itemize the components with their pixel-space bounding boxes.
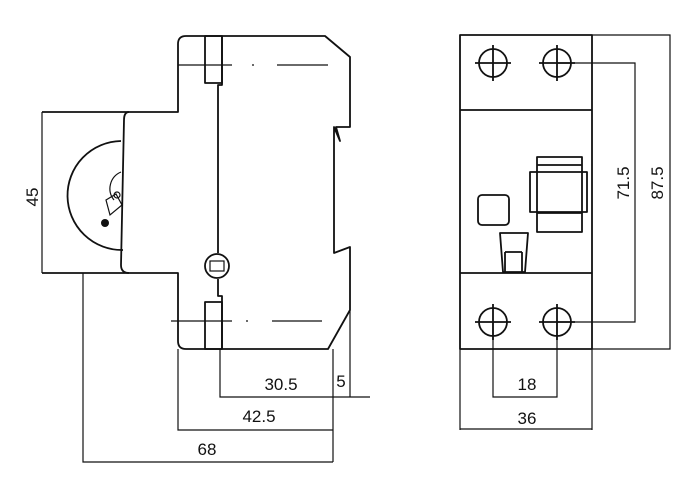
dim-36-label: 36 xyxy=(518,409,537,428)
dim-30-5-label: 30.5 xyxy=(264,375,297,394)
toggle-lever xyxy=(105,171,123,217)
dim-18-line xyxy=(492,322,558,398)
section-dividers xyxy=(460,109,592,274)
toggle-detail xyxy=(113,191,121,199)
dim-5-label: 5 xyxy=(336,372,345,391)
dim-42-5-label: 42.5 xyxy=(242,407,275,426)
front-body-outline xyxy=(459,34,593,350)
dim-68-label: 68 xyxy=(198,440,217,459)
side-front-face xyxy=(120,111,130,274)
lower-terminal xyxy=(204,301,223,350)
dim-71-5-line xyxy=(557,62,636,323)
front-view: 71.5 87.5 18 36 xyxy=(459,34,671,430)
dim-45-label: 45 xyxy=(23,188,42,207)
side-view: 45 30.5 5 42.5 68 xyxy=(23,35,370,463)
indicator-slot xyxy=(499,232,529,273)
front-extension-lines xyxy=(459,349,593,430)
dim-18-label: 18 xyxy=(518,375,537,394)
toggle-knob-arc xyxy=(66,140,124,251)
dim-87-5-line xyxy=(592,34,671,350)
dim-30-5-line xyxy=(219,349,370,398)
upper-terminal xyxy=(204,35,223,84)
dim-87-5-label: 87.5 xyxy=(648,166,667,199)
toggle-pivot-icon xyxy=(101,219,109,227)
test-button xyxy=(477,194,510,226)
fixing-screw-icon xyxy=(204,253,230,279)
toggle-switch xyxy=(529,156,588,233)
dim-68-line xyxy=(82,273,333,463)
dim-42-5-line xyxy=(177,349,334,462)
dim-71-5-label: 71.5 xyxy=(614,166,633,199)
terminal-screw-icon xyxy=(475,45,575,340)
side-body-outline xyxy=(42,35,351,350)
